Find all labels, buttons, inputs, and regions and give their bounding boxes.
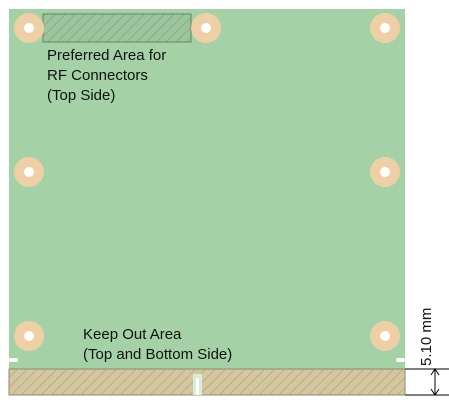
rf-area-label-line2: RF Connectors	[47, 67, 148, 84]
mounting-hole-mid-left	[14, 157, 44, 187]
board-body	[9, 9, 405, 395]
dimension-label: 5.10 mm	[418, 307, 435, 366]
mounting-hole-top-right	[370, 13, 400, 43]
left-notch	[9, 358, 18, 362]
dimension-marker	[405, 368, 449, 396]
right-notch	[396, 358, 405, 362]
mounting-hole-top-left	[14, 13, 44, 43]
mounting-hole-bottom-right	[370, 321, 400, 351]
mounting-hole-mid-right	[370, 157, 400, 187]
mounting-hole-bottom-left	[14, 321, 44, 351]
mounting-hole-top-middle	[191, 13, 221, 43]
rf-area-label-line1: Preferred Area for	[47, 47, 167, 64]
keep-out-label-line2: (Top and Bottom Side)	[83, 346, 233, 363]
keep-out-label-line1: Keep Out Area	[83, 326, 182, 343]
rf-area-label-line3: (Top Side)	[47, 87, 116, 104]
